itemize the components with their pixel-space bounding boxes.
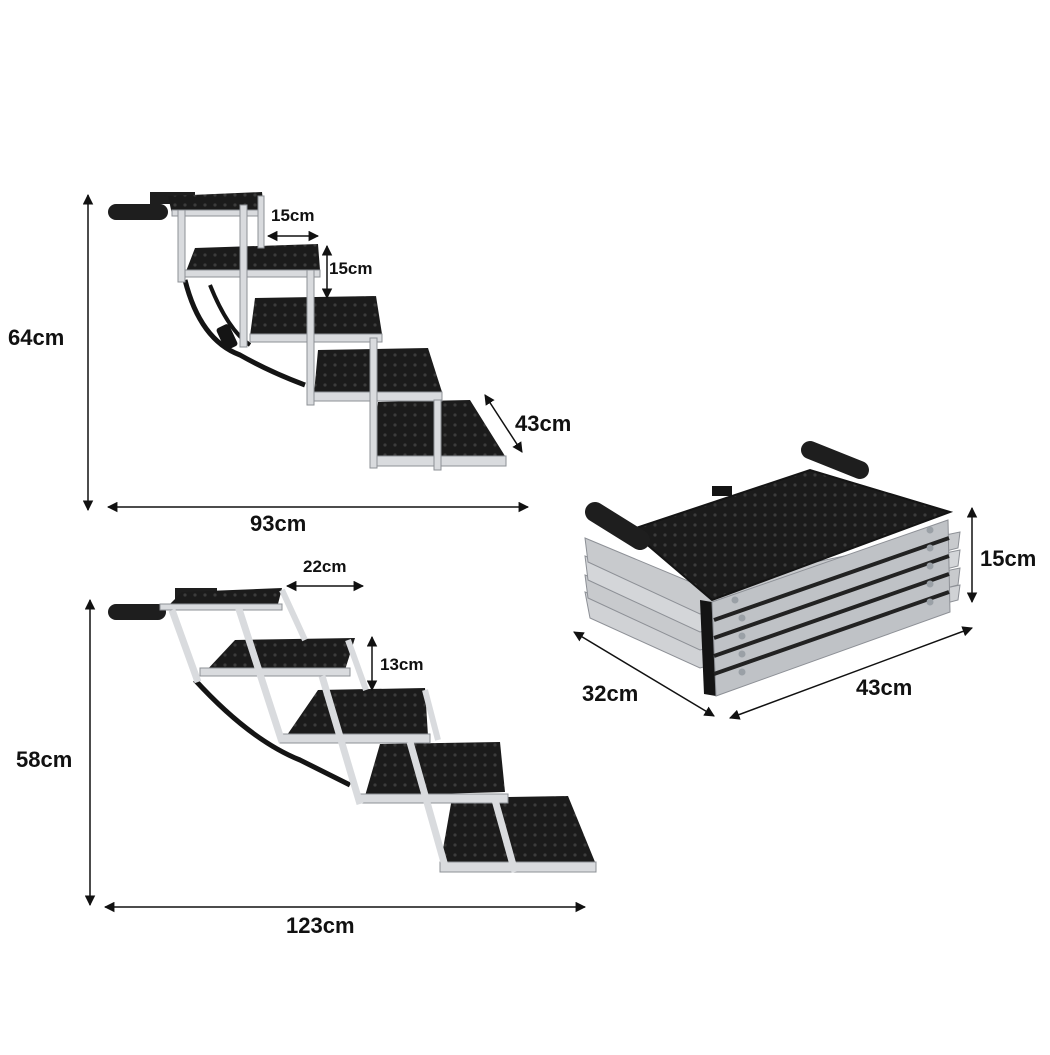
folded-top-tread	[628, 468, 954, 602]
stairs-long-config	[108, 588, 597, 873]
rivet	[926, 544, 934, 552]
stair-tread	[250, 296, 382, 336]
step-depth-label: 22cm	[303, 557, 347, 576]
frame-leg	[234, 604, 286, 744]
tread-edge	[249, 333, 383, 343]
step-depth-label: 15cm	[271, 206, 315, 225]
frame-post	[239, 204, 248, 348]
stair-tread	[314, 348, 442, 394]
rivet	[926, 598, 934, 606]
length-label: 123cm	[286, 913, 355, 938]
folded-depth-label: 32cm	[582, 681, 639, 706]
folded-width-label: 43cm	[856, 675, 913, 700]
tread-edge	[313, 391, 443, 402]
tread-edge	[184, 269, 321, 278]
stairs-folded	[584, 441, 961, 697]
layer-divider	[713, 554, 950, 640]
layer-divider	[713, 536, 950, 622]
frame-post	[257, 195, 265, 249]
handle-grip	[108, 204, 168, 220]
strap-buckle	[712, 486, 732, 496]
frame-post	[369, 337, 378, 469]
rivet	[926, 580, 934, 588]
frame-leg	[168, 608, 202, 684]
frame-post	[177, 209, 186, 283]
stair-tread	[185, 244, 320, 274]
frame-leg	[491, 799, 519, 873]
width-label: 43cm	[515, 411, 572, 436]
tread-edge	[171, 209, 265, 217]
height-label: 64cm	[8, 325, 65, 350]
dimension-line-folded-width	[729, 626, 973, 720]
frame-leg	[318, 675, 364, 805]
stair-tread	[365, 742, 505, 796]
dimension-line-folded-depth	[573, 631, 715, 717]
frame-leg	[279, 588, 308, 642]
strap-buckle	[216, 324, 238, 350]
rivet	[926, 562, 934, 570]
rivet	[738, 632, 746, 640]
height-label: 58cm	[16, 747, 73, 772]
step-rise-label: 13cm	[380, 655, 424, 674]
stair-tread	[166, 588, 282, 608]
frame-leg	[422, 689, 441, 741]
rivet	[738, 614, 746, 622]
length-label: 93cm	[250, 511, 307, 536]
stair-tread	[440, 796, 595, 866]
frame-leg	[345, 638, 369, 692]
rivet	[738, 668, 746, 676]
tread-edge	[159, 603, 283, 611]
rivet	[738, 650, 746, 658]
carry-strap	[182, 279, 306, 388]
stair-tread	[205, 638, 355, 672]
handle-grip	[108, 604, 166, 620]
stairs-tall-config	[108, 192, 507, 471]
step-rise-label: 15cm	[329, 259, 373, 278]
frame-leg	[406, 741, 449, 867]
tread-edge	[199, 667, 351, 677]
tread-edge	[439, 861, 597, 873]
tread-edge	[359, 793, 509, 804]
folded-height-label: 15cm	[980, 546, 1037, 571]
rivet	[731, 596, 739, 604]
dimension-lines	[82, 193, 978, 913]
stair-tread	[285, 688, 428, 738]
handle-grip	[801, 441, 869, 479]
handle-grip	[585, 502, 650, 550]
carry-strap	[193, 678, 352, 788]
rivet	[926, 526, 934, 534]
frame-post	[306, 269, 315, 406]
tread-edge	[279, 733, 431, 744]
frame-post	[433, 399, 442, 471]
dimension-line-width-43	[484, 394, 523, 453]
